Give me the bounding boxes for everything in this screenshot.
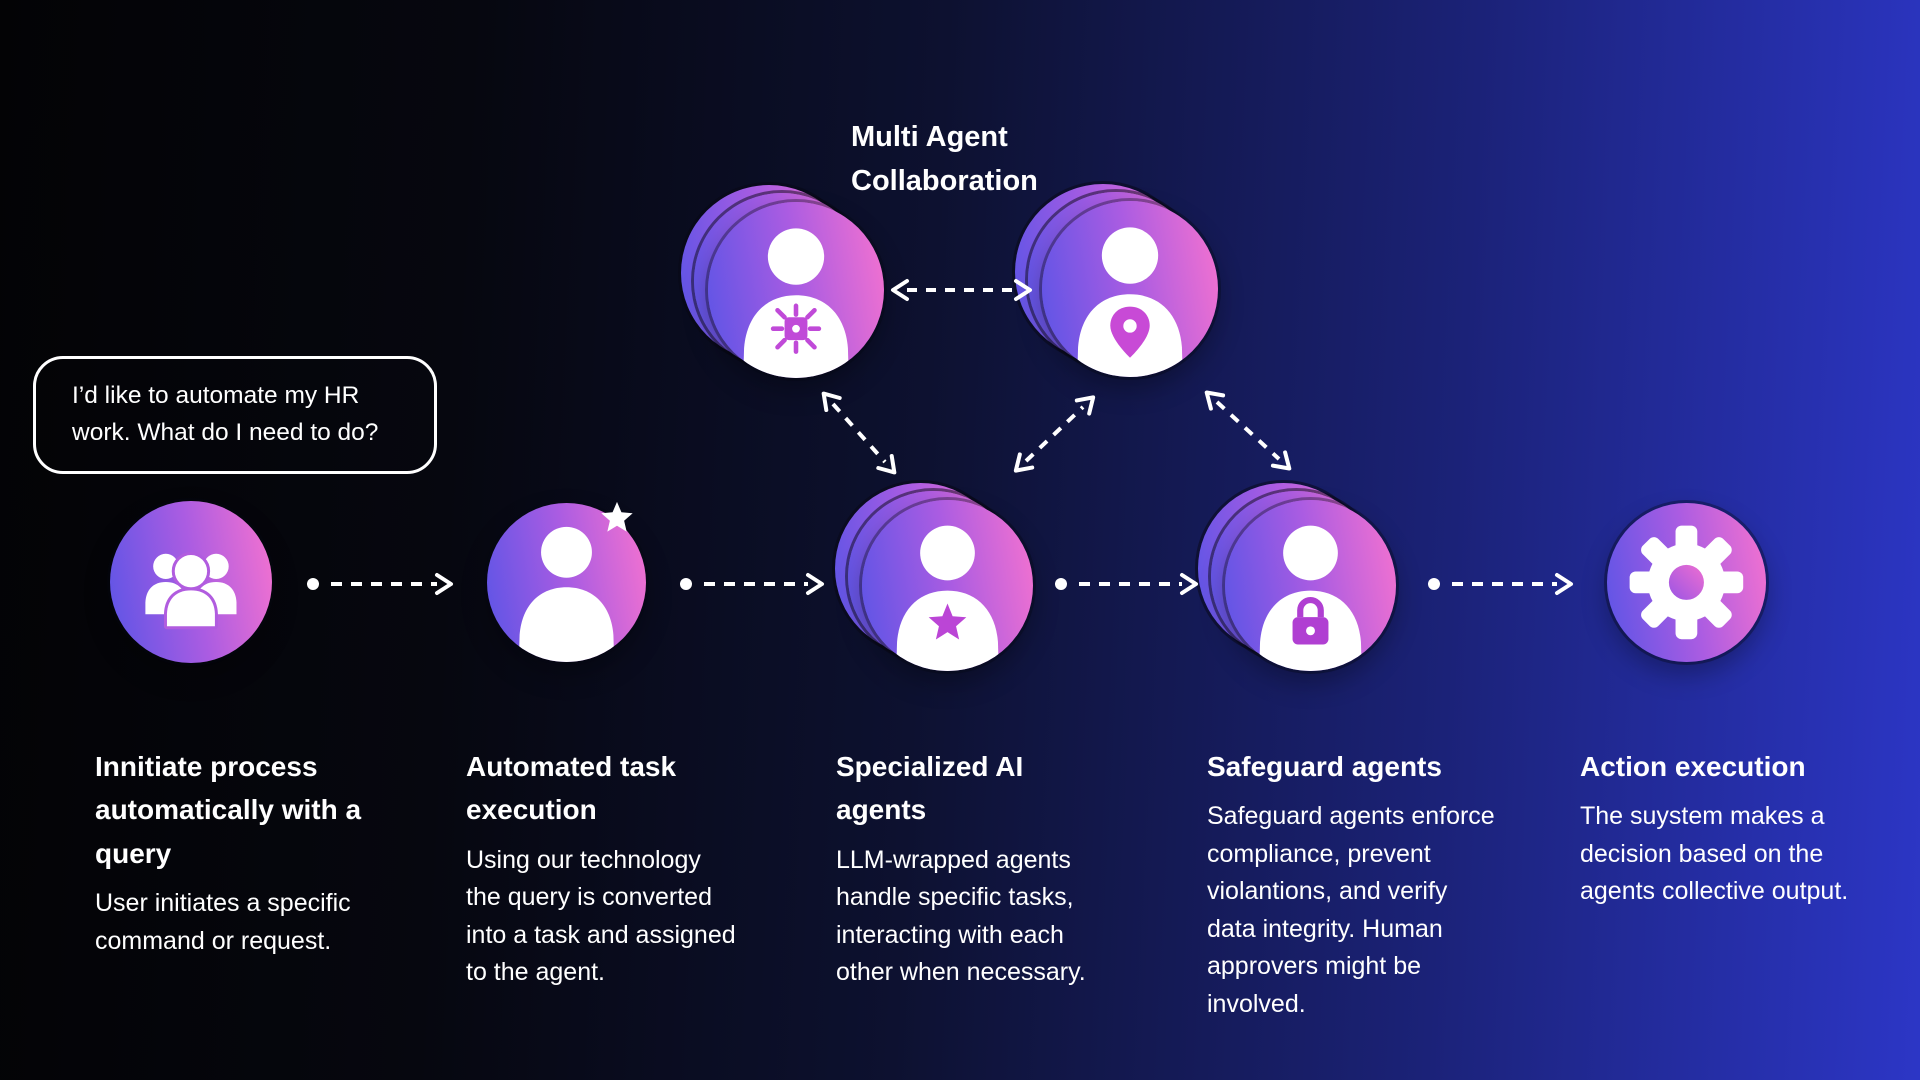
specialized-agents-avatar: [835, 483, 1033, 671]
flow-arrow-4: [1428, 573, 1573, 595]
collab-arrow-right-diagonal: [1204, 390, 1292, 471]
collaboration-title: Multi Agent Collaboration: [851, 121, 1038, 197]
query-speech-bubble: I’d like to automate my HR work. What do…: [33, 356, 437, 474]
step-body: Safeguard agents enforce compliance, pre…: [1207, 802, 1495, 1018]
agent-location-pin-icon: [1077, 227, 1183, 377]
step-heading: Safeguard agents: [1207, 751, 1442, 782]
collab-agent-location-avatar: [1015, 184, 1218, 377]
gear-icon: [1629, 525, 1744, 640]
step-heading: Innitiate process automatically with a q…: [95, 751, 362, 869]
avatar-circle: [487, 503, 646, 662]
star-badge-agent-icon: [896, 525, 999, 671]
user-group-avatar: [110, 501, 272, 663]
step-body: User initiates a specific command or req…: [95, 889, 351, 955]
collab-arrow-middle-diagonal: [1013, 395, 1096, 473]
collab-agent-ai-avatar: [681, 185, 884, 378]
avatar-circle: [708, 202, 884, 378]
step-body: LLM-wrapped agents handle specific tasks…: [836, 845, 1086, 987]
flow-arrow-3: [1055, 573, 1198, 595]
avatar-circle: [1225, 500, 1396, 671]
agent-ai-chip-icon: [743, 228, 849, 378]
avatar-circle: [110, 501, 272, 663]
person-icon: [518, 526, 615, 662]
avatar-circle: [862, 500, 1033, 671]
avatar-circle: [1042, 201, 1218, 377]
star-icon: [601, 501, 633, 532]
step-text-1: Innitiate process automatically with a q…: [95, 745, 387, 960]
action-gear-avatar: [1607, 503, 1766, 662]
step-text-2: Automated task execution Using our techn…: [466, 745, 738, 992]
step-heading: Specialized AI agents: [836, 751, 1024, 826]
step-body: The suystem makes a decision based on th…: [1580, 802, 1849, 906]
step-text-5: Action execution The suystem makes a dec…: [1580, 745, 1890, 911]
step-heading: Action execution: [1580, 751, 1806, 782]
collab-arrow-left-diagonal: [821, 391, 897, 475]
safeguard-agents-avatar: [1198, 483, 1396, 671]
task-agent-avatar: [487, 501, 646, 662]
avatar-circle: [1607, 503, 1766, 662]
lock-badge-agent-icon: [1259, 525, 1362, 671]
step-text-3: Specialized AI agents LLM-wrapped agents…: [836, 745, 1108, 992]
step-heading: Automated task execution: [466, 751, 677, 826]
query-text: I’d like to automate my HR work. What do…: [72, 382, 379, 446]
step-text-4: Safeguard agents Safeguard agents enforc…: [1207, 745, 1502, 1023]
user-group-icon: [145, 552, 237, 630]
flow-arrow-2: [680, 573, 824, 595]
step-body: Using our technology the query is conver…: [466, 845, 736, 987]
flow-arrow-1: [307, 573, 453, 595]
